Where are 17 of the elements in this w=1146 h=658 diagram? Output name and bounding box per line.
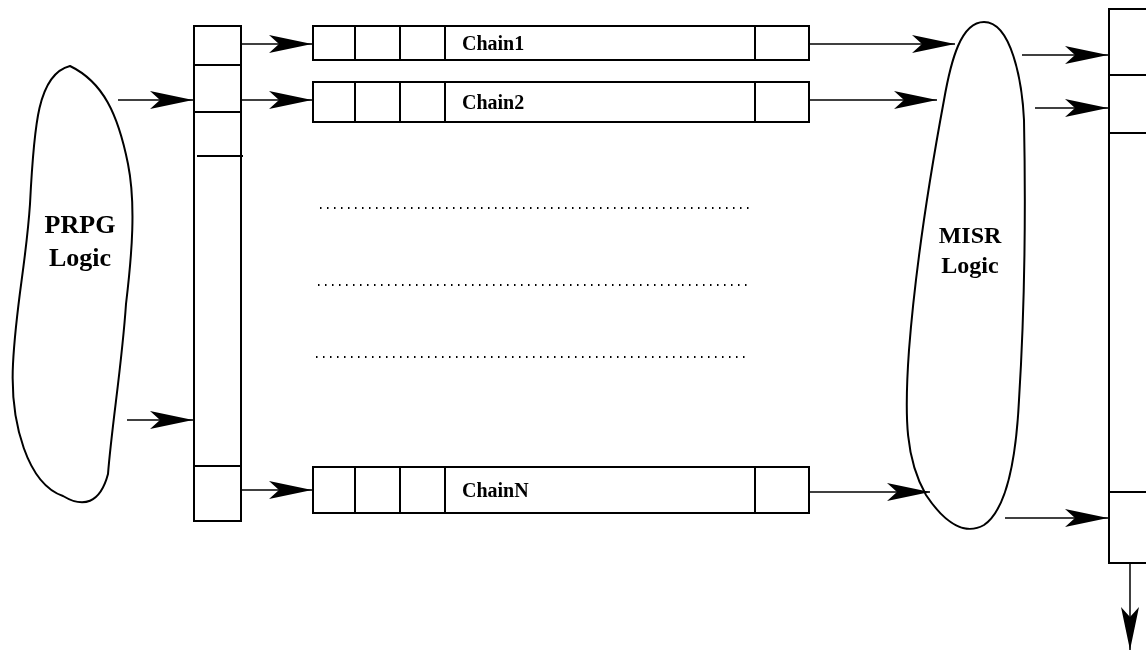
chain-label: Chain1	[462, 31, 525, 56]
arrow	[240, 481, 313, 499]
arrow	[809, 91, 938, 109]
arrow	[1021, 46, 1109, 64]
arrow	[1121, 563, 1139, 651]
logic-label: PRPG Logic	[43, 209, 117, 274]
arrow	[240, 35, 313, 53]
chain-label: ChainN	[462, 478, 529, 503]
chain-label: Chain2	[462, 90, 525, 115]
arrow	[126, 411, 194, 429]
arrow	[117, 91, 194, 109]
arrow	[1004, 509, 1109, 527]
arrow	[1034, 99, 1109, 117]
logic-label: MISR Logic	[937, 221, 1003, 280]
arrow	[809, 35, 956, 53]
arrow	[809, 483, 931, 501]
arrow	[240, 91, 313, 109]
